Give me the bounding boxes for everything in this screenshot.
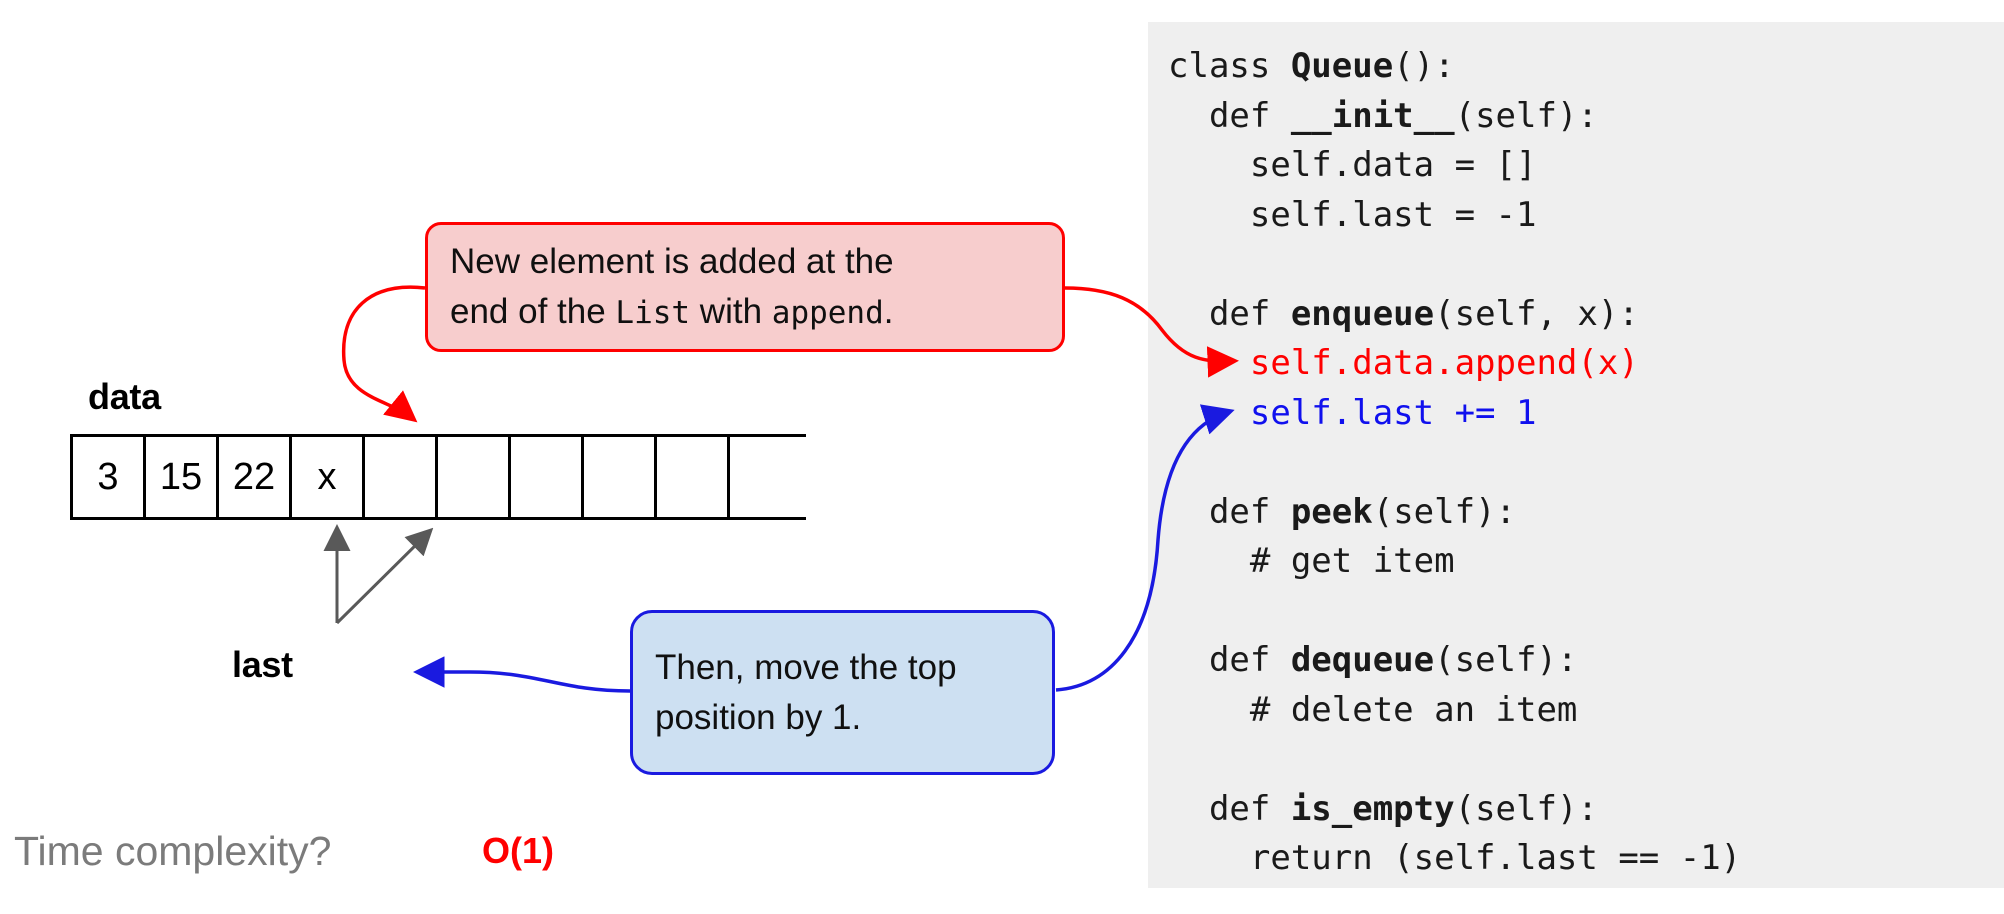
time-complexity-question: Time complexity? [14,828,332,874]
array-label-data: data [88,376,161,417]
code-line-2: def __init__(self): [1168,95,1598,136]
array-label-last: last [232,644,293,685]
array-cell-8 [657,437,730,517]
array-cell-1: 15 [146,437,219,517]
code-line-5: def enqueue(self, x): [1168,293,1639,334]
red-arrow-to-array [341,285,426,423]
callout-red-line2-prefix: end of the [450,291,616,331]
code-line-4: self.last = -1 [1168,194,1537,235]
callout-red-line1: New element is added at the [450,241,894,281]
code-panel: class Queue(): def __init__(self): self.… [1148,22,2004,888]
code-line-blank-3 [1168,587,2004,637]
callout-red-line2: end of the List with append. [450,287,1040,338]
code-line-6-append: self.data.append(x) [1168,343,1639,383]
code-line-10: def dequeue(self): [1168,640,1578,680]
callout-red-mono-list: List [615,294,691,331]
array-diagram: 3 15 22 x [70,434,806,520]
callout-blue-line1: Then, move the top [655,647,957,687]
code-line-13: return (self.last == -1) [1168,838,1742,878]
code-line-12: def is_empty(self): [1168,788,1598,829]
code-line-8: def peek(self): [1168,491,1517,532]
callout-red-append: New element is added at the end of the L… [425,222,1065,352]
array-cell-0: 3 [73,437,146,517]
callout-red-line2-middle: with [690,291,772,331]
code-line-blank-4 [1168,735,2004,785]
array-cell-5 [438,437,511,517]
callout-red-line2-suffix: . [883,291,894,331]
code-line-11: # delete an item [1168,689,1578,730]
code-line-blank-1 [1168,240,2004,290]
array-cell-2: 22 [219,437,292,517]
code-line-3: self.data = [] [1168,145,1537,185]
blue-arrow-to-last-label [413,656,631,693]
array-cell-6 [511,437,584,517]
gray-arrow-last-to-cell-x [335,527,434,625]
array-cell-7 [584,437,657,517]
time-complexity-answer: O(1) [482,830,554,871]
callout-blue-move-top: Then, move the top position by 1. [630,610,1055,775]
array-cell-9 [730,437,806,517]
array-cell-4 [365,437,438,517]
callout-blue-line2: position by 1. [655,697,862,737]
array-cell-3: x [292,437,365,517]
code-line-1: class Queue(): [1168,46,1455,86]
callout-red-mono-append: append [771,294,884,331]
code-line-9: # get item [1168,541,1455,581]
code-line-blank-2 [1168,438,2004,488]
code-line-7-last-increment: self.last += 1 [1168,392,1537,433]
